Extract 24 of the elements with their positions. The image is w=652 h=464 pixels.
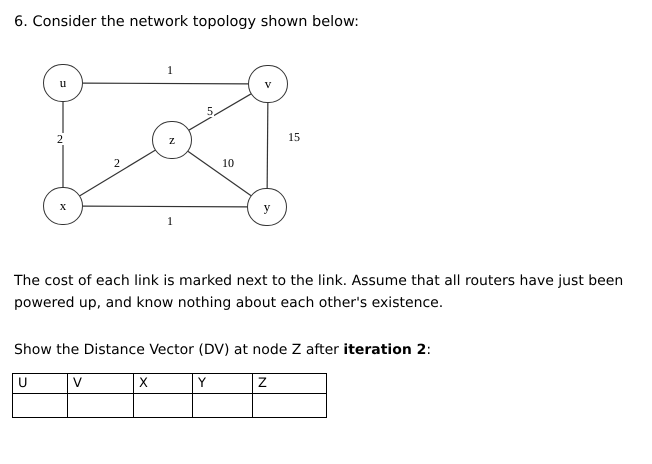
router-node: u: [43, 64, 83, 102]
link-line: [83, 206, 247, 208]
table-header-cell: U: [12, 373, 68, 394]
link-line: [266, 103, 268, 188]
paragraph: The cost of each link is marked next to the link. Assume that all routers have just been powered up, and know nothing about each other's existence.: [14, 272, 624, 313]
edge-label: 5: [206, 105, 214, 117]
link-line: [83, 82, 248, 84]
router-node: y: [247, 188, 287, 226]
edge-label: 2: [113, 157, 121, 169]
edge-label: 1: [166, 215, 174, 227]
link-line: [188, 93, 252, 131]
router-node: z: [152, 121, 192, 159]
link-line: [62, 102, 64, 187]
edge-label: 1: [166, 64, 174, 76]
table-header-cell: Z: [252, 373, 327, 394]
instruction-text: Show the Distance Vector (DV) at node Z after iteration 2:: [14, 341, 432, 360]
router-node: x: [43, 187, 83, 225]
edge-label: 15: [287, 131, 301, 143]
link-line: [188, 150, 252, 196]
edge-label: 10: [221, 157, 235, 169]
link-line: [80, 150, 156, 196]
router-node: v: [248, 65, 288, 103]
question-title: 6. Consider the network topology shown below:: [14, 13, 359, 32]
edge-label: 2: [56, 133, 64, 145]
